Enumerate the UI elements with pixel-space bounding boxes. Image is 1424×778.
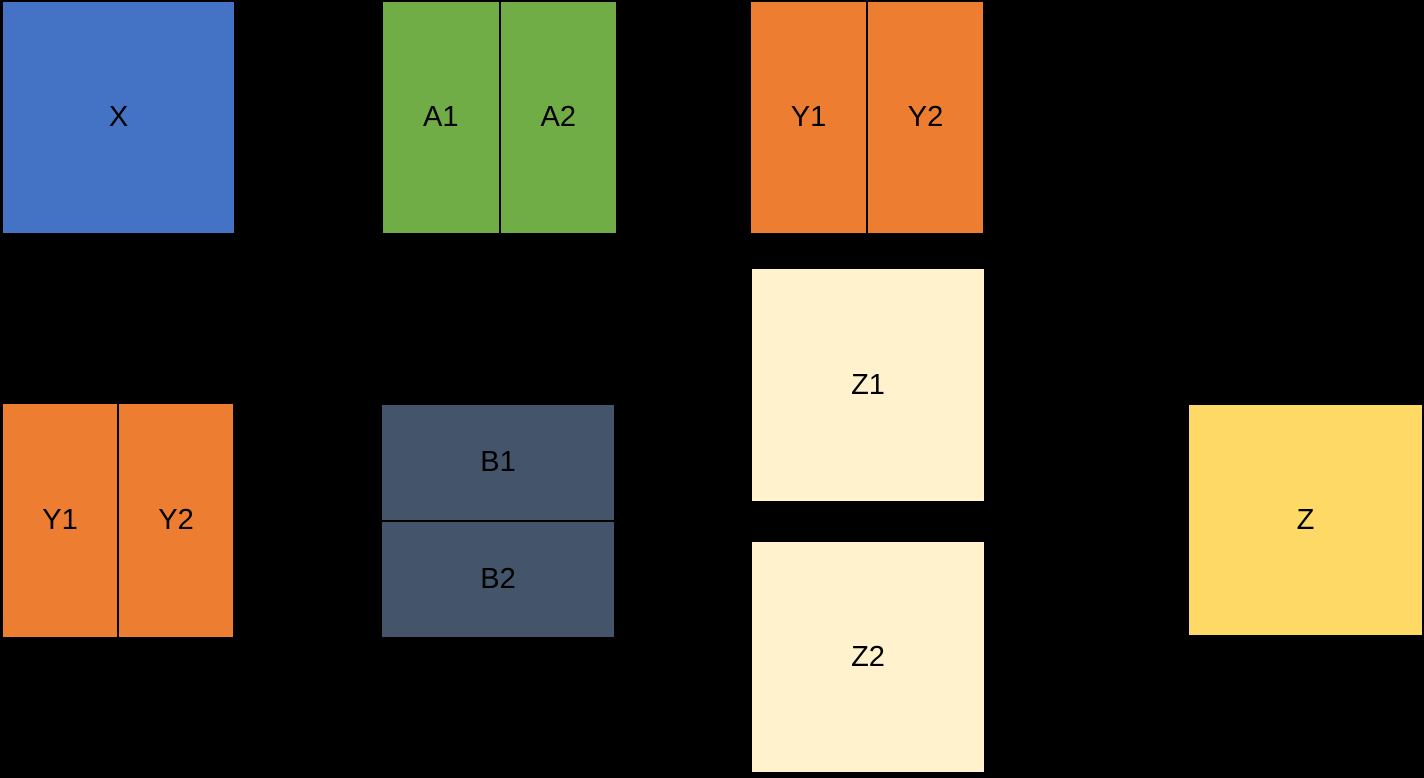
- box-a1-label: A1: [423, 101, 459, 133]
- box-y-top-cell-y2: Y2: [868, 2, 983, 233]
- box-b: B1 B2: [382, 405, 614, 637]
- box-y-top-cell-y1: Y1: [751, 2, 868, 233]
- box-b-cell-b1: B1: [382, 405, 614, 522]
- box-y-top-y1-label: Y1: [790, 101, 827, 133]
- box-x-label: X: [108, 101, 129, 133]
- box-z1: Z1: [752, 269, 984, 501]
- box-a-cell-a1: A1: [383, 2, 501, 233]
- box-z-label: Z: [1296, 503, 1315, 536]
- box-z2-label: Z2: [851, 640, 885, 673]
- box-y-bottom-y1-label: Y1: [42, 504, 78, 536]
- box-y-top-y2-label: Y2: [907, 101, 944, 133]
- box-y-bottom-cell-y2: Y2: [119, 404, 233, 637]
- box-b-cell-b2: B2: [382, 522, 614, 637]
- box-a-cell-a2: A2: [501, 2, 617, 233]
- box-y-bottom-y2-label: Y2: [158, 504, 194, 536]
- box-y-bottom: Y1 Y2: [3, 404, 233, 637]
- box-y-top: Y1 Y2: [751, 2, 983, 233]
- box-a: A1 A2: [383, 2, 616, 233]
- box-a2-label: A2: [540, 101, 576, 133]
- box-b1-label: B1: [480, 446, 516, 478]
- box-b2-label: B2: [480, 563, 516, 595]
- box-z: Z: [1189, 405, 1422, 635]
- box-x: X: [3, 2, 234, 233]
- box-z2: Z2: [752, 542, 984, 772]
- box-z1-label: Z1: [851, 368, 885, 401]
- box-y-bottom-cell-y1: Y1: [3, 404, 119, 637]
